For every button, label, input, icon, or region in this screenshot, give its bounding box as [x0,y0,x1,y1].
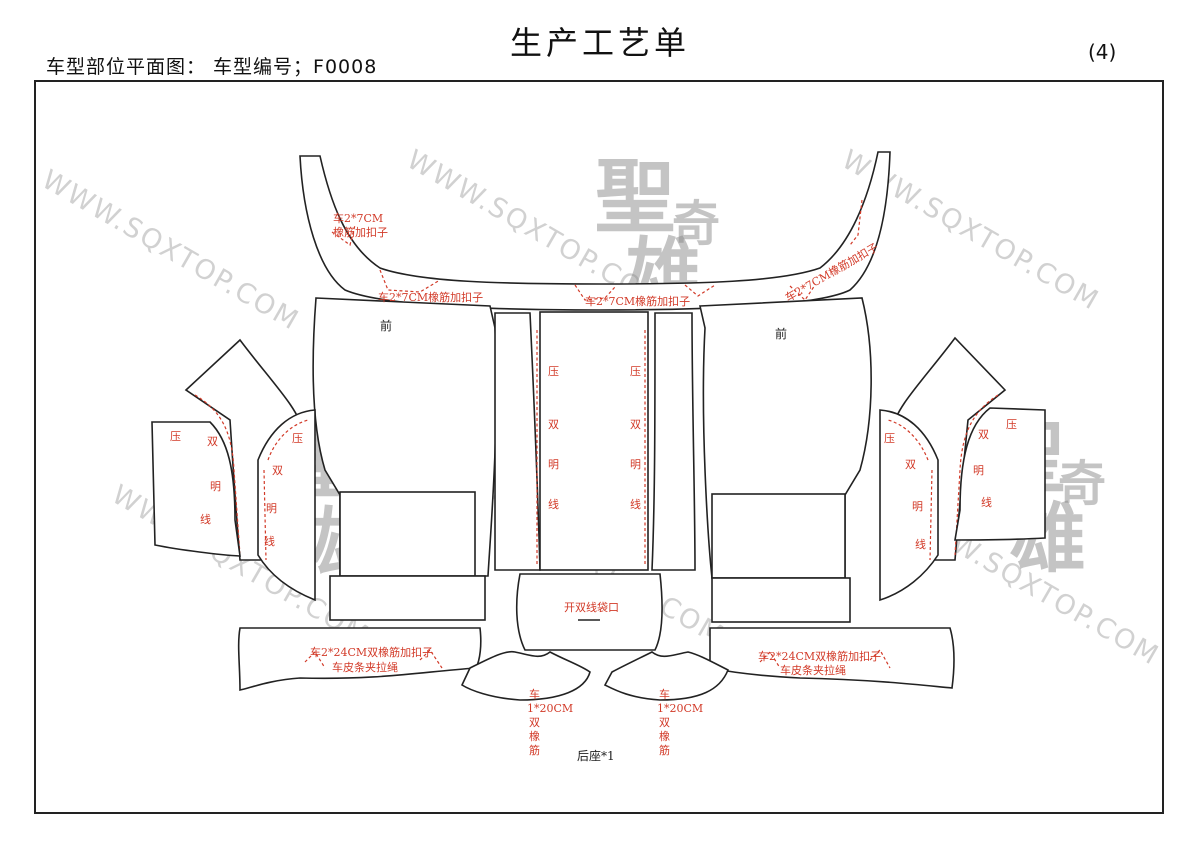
label-leather-strip: 车皮条夹拉绳 [780,663,846,677]
label-rear-seat: 后座*1 [577,748,615,763]
label-elastic-7cm: 车2*7CM橡筋加扣子 [585,294,690,308]
watermark-logo: 奇 [672,196,720,252]
center-insert-panels [494,311,696,571]
label-line: 线 [981,495,992,509]
page-number: (4) [1088,40,1117,64]
label-bright: 明 [548,458,559,471]
label-pocket: 开双线袋口 [564,600,619,614]
label-press: 压 [292,432,303,445]
label-bright: 明 [630,458,641,471]
label-line: 线 [548,497,559,511]
label-elastic-20cm: 橡 [659,730,670,743]
label-press: 压 [630,365,641,378]
label-line: 线 [200,512,211,526]
label-bright: 明 [266,502,277,515]
label-bright: 明 [912,500,923,513]
label-double: 双 [272,464,283,477]
wing-panel-right-inner [879,407,1046,602]
label-press: 压 [170,430,181,443]
label-elastic-24cm: 车2*24CM双橡筋加扣子 [310,645,433,659]
document-title: 生产工艺单 [509,24,690,62]
label-elastic-7cm-line2: 橡筋加扣子 [333,225,388,239]
bolster-panel-left [312,297,498,577]
label-double: 双 [630,418,641,431]
label-elastic-7cm: 车2*7CM橡筋加扣子 [378,290,483,304]
label-press: 压 [1006,418,1017,431]
label-bright: 明 [210,480,221,493]
label-bright: 明 [973,464,984,477]
watermark-logo: 奇 [1058,456,1106,512]
label-double: 双 [548,418,559,431]
watermark-url: WWW.SQXTOP.COM [37,164,305,337]
label-line: 线 [915,537,926,551]
label-elastic-20cm: 1*20CM [527,702,573,715]
watermark-logo: 聖 [595,150,675,244]
label-elastic-20cm: 车 [529,687,540,701]
label-elastic-20cm: 双 [659,716,670,729]
label-front: 前 [380,318,392,333]
label-double: 双 [207,435,218,448]
label-elastic-20cm: 筋 [529,743,540,757]
label-line: 线 [264,534,275,548]
drawing-frame [34,80,1164,814]
wing-panel-left-inner [151,409,316,602]
label-front: 前 [775,326,787,341]
label-leather-strip: 车皮条夹拉绳 [332,660,398,674]
label-press: 压 [884,432,895,445]
lower-panels [237,573,955,701]
label-line: 线 [630,497,641,511]
label-elastic-24cm: 车2*24CM双橡筋加扣子 [758,649,881,663]
label-double: 双 [905,458,916,471]
label-elastic-7cm-line1: 车2*7CM [333,211,383,225]
vehicle-info: 车型部位平面图： 车型编号；F0008 [46,56,378,78]
label-elastic-20cm: 筋 [659,743,670,757]
label-double: 双 [978,428,989,441]
label-elastic-20cm: 双 [529,716,540,729]
label-press: 压 [548,365,559,378]
label-elastic-20cm: 车 [659,687,670,701]
label-elastic-20cm: 橡 [529,730,540,743]
label-elastic-20cm: 1*20CM [657,702,703,715]
bolster-panel-right [699,297,872,579]
